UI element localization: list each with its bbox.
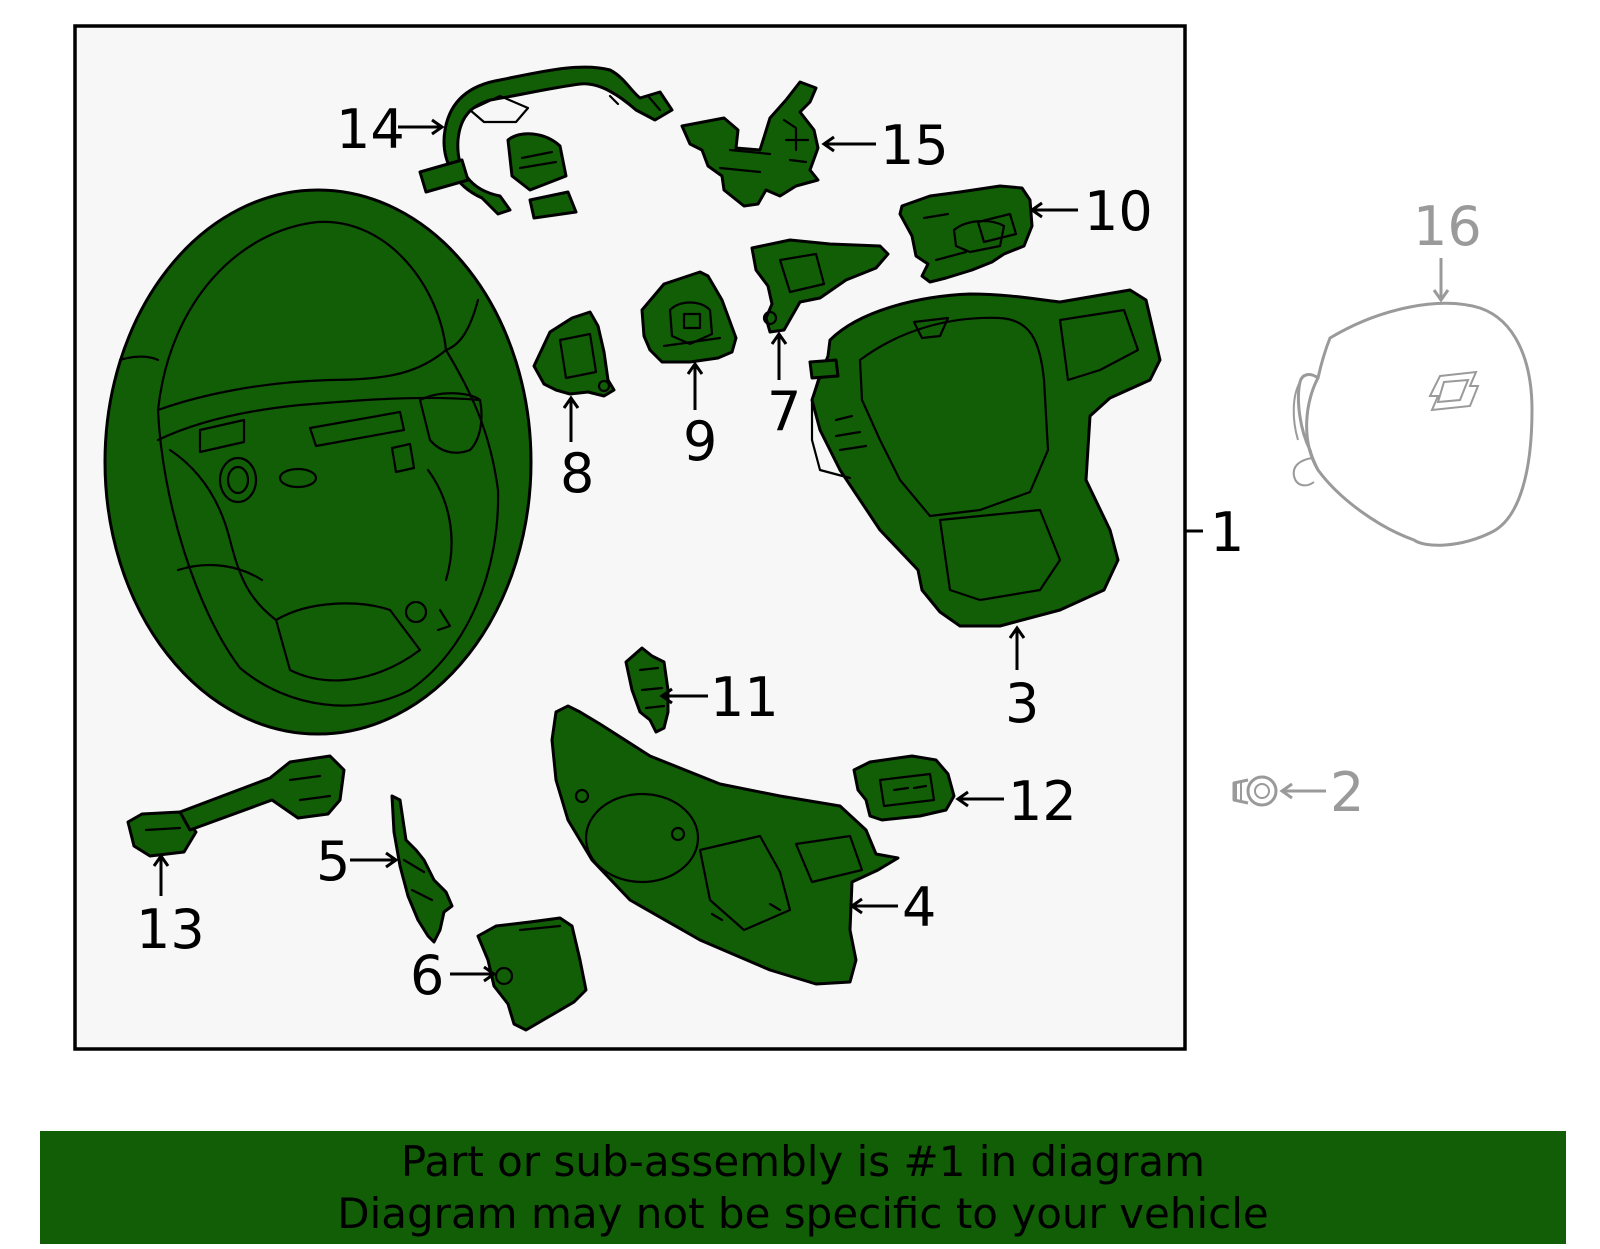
leader-2 <box>1279 782 1326 800</box>
leader-5 <box>350 851 399 869</box>
part-14-wiring-harness[interactable] <box>418 65 674 220</box>
callout-16: 16 <box>1413 195 1482 258</box>
part-9-switch[interactable] <box>640 270 738 364</box>
leader-9 <box>686 361 704 410</box>
banner-line-1: Part or sub-assembly is #1 in diagram <box>400 1136 1206 1186</box>
leader-10 <box>1029 201 1078 219</box>
callout-7: 7 <box>767 380 801 443</box>
part-2-fastener[interactable] <box>1232 775 1278 807</box>
part-8-bracket[interactable] <box>532 310 616 398</box>
part-12-switch[interactable] <box>852 754 956 822</box>
callout-8: 8 <box>560 442 594 505</box>
leader-11 <box>659 687 708 705</box>
callout-15: 15 <box>880 114 949 177</box>
part-5-trim[interactable] <box>390 794 454 944</box>
callout-12: 12 <box>1008 770 1077 833</box>
leader-16 <box>1432 258 1450 303</box>
disclaimer-banner: Part or sub-assembly is #1 in diagram Di… <box>40 1131 1566 1244</box>
leader-8 <box>562 395 580 442</box>
callout-4: 4 <box>902 876 936 939</box>
callout-10: 10 <box>1084 180 1153 243</box>
callout-13: 13 <box>136 898 205 961</box>
part-10-switch[interactable] <box>898 184 1034 284</box>
callout-3: 3 <box>1005 672 1039 735</box>
callout-14: 14 <box>336 98 405 161</box>
part-6-cover[interactable] <box>476 916 588 1032</box>
steering-wheel[interactable] <box>103 188 533 736</box>
callout-1: 1 <box>1210 501 1244 564</box>
banner-line-2: Diagram may not be specific to your vehi… <box>337 1188 1269 1238</box>
leader-6 <box>450 965 497 983</box>
part-16-airbag-module[interactable] <box>1292 301 1534 547</box>
part-11-switch[interactable] <box>624 646 670 734</box>
leader-14 <box>398 118 445 136</box>
part-4-lower-cover[interactable] <box>550 704 900 986</box>
callout-11: 11 <box>710 666 779 729</box>
leader-4 <box>849 897 898 915</box>
callout-9: 9 <box>683 410 717 473</box>
leader-12 <box>955 790 1004 808</box>
leader-13 <box>152 853 170 896</box>
part-15-bracket[interactable] <box>680 80 820 208</box>
leader-3 <box>1008 625 1026 670</box>
part-7-bracket[interactable] <box>750 238 890 334</box>
part-3-cover[interactable] <box>808 288 1162 628</box>
callout-2: 2 <box>1330 761 1364 824</box>
leader-15 <box>821 135 876 153</box>
callout-5: 5 <box>316 830 350 893</box>
part-13-harness[interactable] <box>126 754 346 858</box>
leader-7 <box>770 331 788 380</box>
callout-6: 6 <box>410 944 444 1007</box>
